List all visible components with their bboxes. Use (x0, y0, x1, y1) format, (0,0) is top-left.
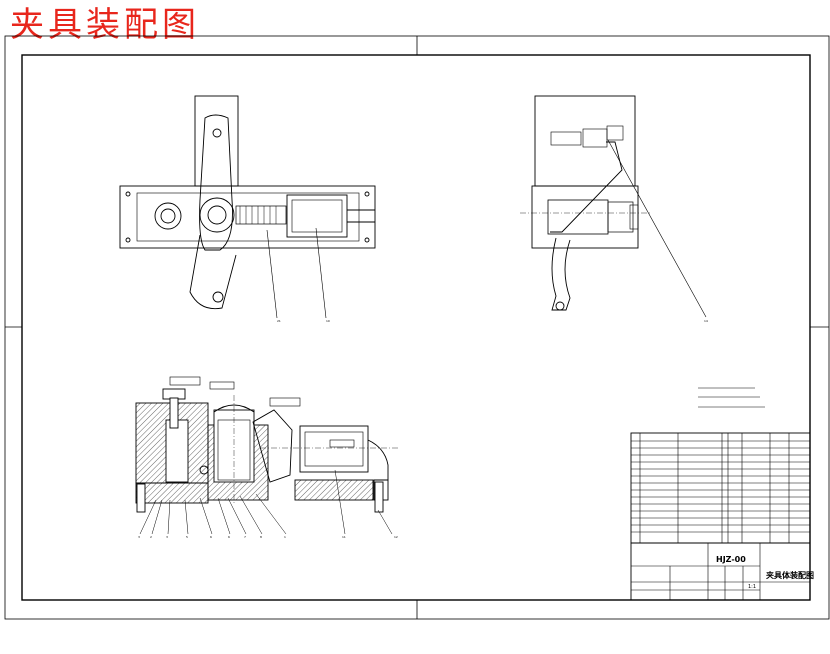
title-block (630, 542, 811, 601)
top-view (119, 95, 376, 319)
svg-text:5: 5 (186, 535, 188, 539)
svg-text:1: 1 (284, 535, 286, 539)
svg-text:7: 7 (244, 535, 246, 539)
svg-text:3: 3 (138, 535, 140, 539)
drawing-name: 夹具体装配图 (766, 570, 814, 580)
svg-text:6: 6 (228, 535, 230, 539)
svg-text:3: 3 (166, 535, 168, 539)
technical-notes (698, 387, 765, 408)
balloon-top-2: 10 (326, 319, 330, 323)
drawing-frame (4, 35, 830, 620)
svg-text:8: 8 (260, 535, 262, 539)
svg-text:2: 2 (150, 535, 152, 539)
svg-text:6: 6 (210, 535, 212, 539)
balloon-side: 14 (704, 319, 708, 323)
side-view (520, 95, 707, 318)
parts-list (630, 432, 811, 544)
section-view (135, 376, 400, 535)
svg-text:11: 11 (342, 535, 346, 539)
balloon-top-1: 21 (277, 319, 281, 323)
drawing-scale: 1:1 (748, 584, 756, 590)
svg-text:12: 12 (394, 535, 398, 539)
drawing-number: HJZ-00 (716, 555, 746, 564)
